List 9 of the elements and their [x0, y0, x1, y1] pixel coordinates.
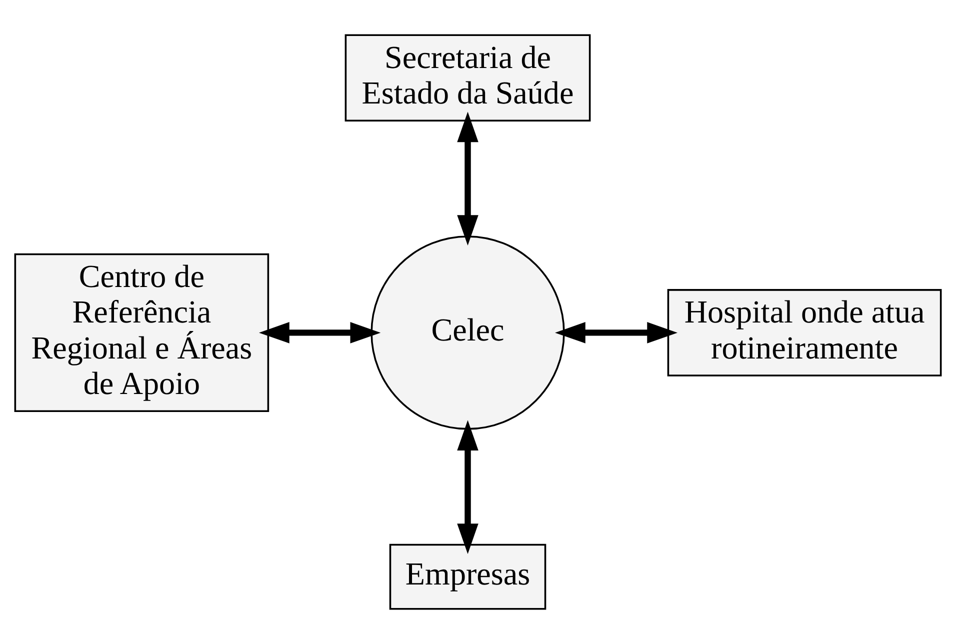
node-box: Hospital onde atua rotineiramente — [667, 288, 942, 376]
arrow — [457, 420, 478, 554]
arrow — [555, 322, 678, 343]
node-box: Empresas — [389, 543, 546, 610]
node-box: Secretaria de Estado da Saúde — [344, 34, 591, 122]
arrow — [457, 111, 478, 246]
node-circle: Celec — [370, 235, 565, 430]
node-box: Centro de Referência Regional e Áreas de Apoio — [14, 252, 270, 412]
arrow — [258, 322, 381, 343]
